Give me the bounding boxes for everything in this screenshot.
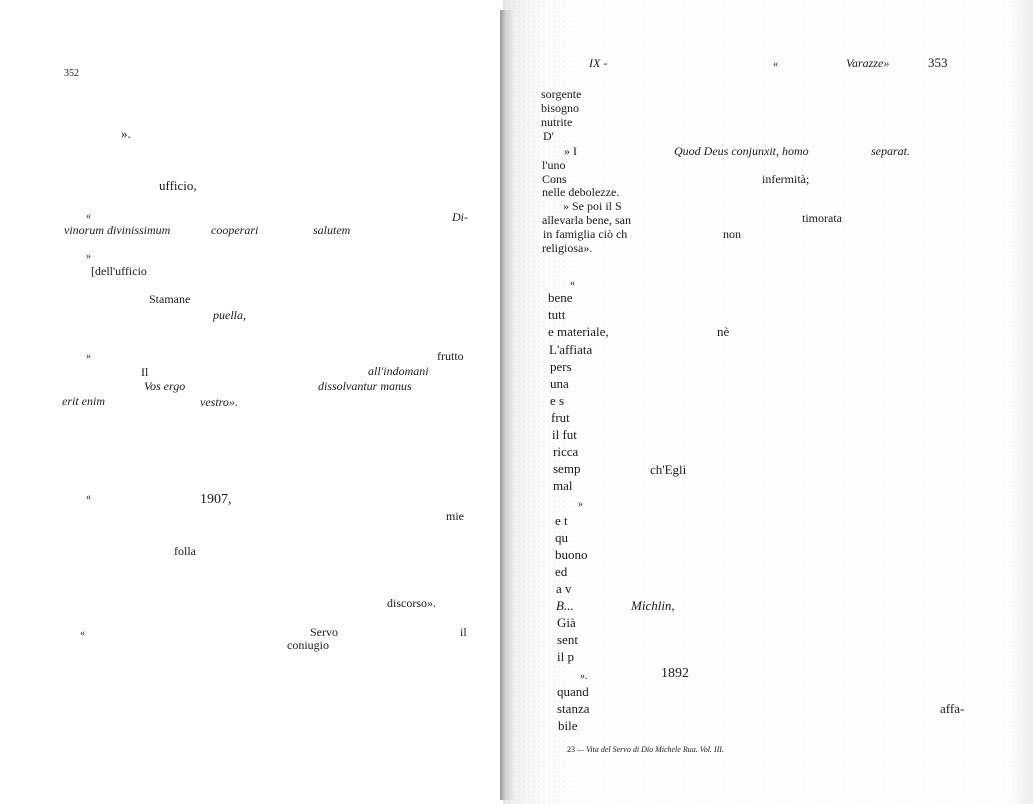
text-line: ». <box>121 126 131 141</box>
text-line: ufficio, <box>159 178 197 193</box>
text-line: ed <box>555 564 568 579</box>
text-line: all'indomani <box>368 364 429 378</box>
text-line: il p <box>557 649 574 664</box>
text-line: Già <box>557 615 576 630</box>
text-line: nutrite <box>541 115 573 129</box>
text-line: salutem <box>313 223 351 237</box>
text-line: Vos ergo <box>144 379 186 393</box>
text-line: e t <box>555 513 568 528</box>
text-line: [dell'ufficio <box>91 264 147 278</box>
text-line: Servo <box>310 625 338 639</box>
text-line: Di- <box>452 210 468 224</box>
text-line: « <box>80 628 85 639</box>
text-line: » Se poi il S <box>563 199 622 213</box>
text-line: religiosa». <box>542 241 593 255</box>
footnote-text: — Vita del Servo di Dio Michele Rua. Vol… <box>577 745 724 754</box>
text-line: una <box>550 376 569 391</box>
text-line: ». <box>580 671 588 682</box>
text-line: dissolvantur manus <box>318 379 412 393</box>
text-line: stanza <box>557 701 590 716</box>
text-line: e s <box>550 393 565 408</box>
text-line: erit enim <box>62 394 105 408</box>
running-header-chapter: IX - <box>589 56 608 70</box>
page-number-left: 352 <box>64 68 79 79</box>
text-line: nelle debolezze. <box>542 185 620 199</box>
text-line: puella, <box>213 308 246 322</box>
text-line: ch'Egli <box>650 462 687 477</box>
text-line: frutto <box>437 349 464 363</box>
text-line: sorgente <box>541 87 582 101</box>
text-line: il <box>460 625 467 639</box>
text-line: » <box>86 251 91 262</box>
text-line: sent <box>557 632 578 647</box>
text-line: l'uno <box>542 158 566 172</box>
text-line: qu <box>555 530 568 545</box>
text-line: B... <box>556 598 574 613</box>
text-line: il fut <box>552 427 577 442</box>
text-line: 1892 <box>661 666 689 681</box>
text-line: « <box>86 492 91 503</box>
text-line: mal <box>553 478 573 493</box>
page-number-right: 353 <box>928 55 948 70</box>
text-line: Stamane <box>149 292 191 306</box>
text-line: separat. <box>871 144 910 158</box>
text-line: frut <box>551 410 570 425</box>
text-line: » <box>86 351 91 362</box>
text-line: buono <box>555 547 588 562</box>
text-line: D' <box>543 129 554 143</box>
right-page <box>503 0 1033 804</box>
text-line: cooperari <box>211 223 259 237</box>
text-line: Quod Deus conjunxit, homo <box>674 144 809 158</box>
text-line: tutt <box>548 307 566 322</box>
text-line: » <box>578 499 583 510</box>
text-line: » I <box>564 144 577 158</box>
text-line: pers <box>550 359 572 374</box>
text-line: « <box>570 278 575 289</box>
text-line: folla <box>174 544 196 558</box>
text-line: coniugio <box>287 638 329 652</box>
text-line: in famiglia ciò ch <box>543 227 628 241</box>
text-line: bisogno <box>541 101 580 115</box>
text-line: Cons <box>542 172 567 186</box>
text-line: allevarla bene, san <box>542 213 631 227</box>
running-header-title: Varazze» <box>846 56 890 70</box>
text-line: semp <box>553 461 581 476</box>
text-line: affa- <box>940 701 965 716</box>
text-line: nè <box>717 324 730 339</box>
text-line: Il <box>141 365 149 379</box>
text-line: L'affiata <box>549 342 593 357</box>
footnote: 23 — Vita del Servo di Dio Michele Rua. … <box>567 742 724 758</box>
running-header-quote: « <box>773 59 778 70</box>
text-line: infermità; <box>762 172 810 186</box>
text-line: e materiale, <box>548 324 609 339</box>
text-line: 1907, <box>200 492 232 507</box>
text-line: bile <box>558 718 578 733</box>
text-line: Michlin, <box>631 598 675 613</box>
footnote-number: 23 <box>567 745 575 754</box>
page-edge <box>1008 0 1033 804</box>
book-gutter <box>500 10 514 800</box>
text-line: vinorum divinissimum <box>64 223 171 237</box>
text-line: « <box>86 211 91 222</box>
text-line: timorata <box>802 211 842 225</box>
text-line: ricca <box>553 444 579 459</box>
left-page: 352 ». ufficio, « Di- vinorum divinissim… <box>0 0 503 804</box>
text-line: discorso». <box>387 596 436 610</box>
text-line: mie <box>446 509 464 523</box>
text-line: quand <box>557 684 589 699</box>
text-line: non <box>723 227 741 241</box>
text-line: vestro». <box>200 395 238 409</box>
text-line: bene <box>548 290 573 305</box>
text-line: a v <box>556 581 572 596</box>
